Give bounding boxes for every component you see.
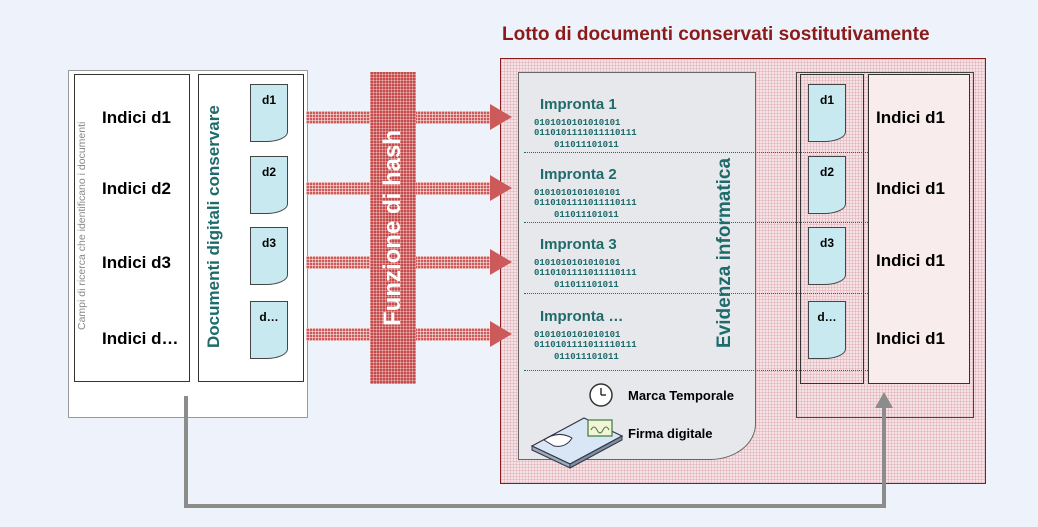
right-doc-label-4: d… — [817, 310, 837, 324]
hash-arrow-4-head — [490, 321, 512, 347]
impronta-4-bin-1: 0101010101010101 — [534, 330, 621, 340]
impronta-2-bin-2: 0110101111011110111 — [534, 198, 637, 208]
diagram-title: Lotto di documenti conservati sostitutiv… — [502, 24, 930, 45]
right-indici-1: Indici d1 — [876, 108, 945, 127]
signature-tablet-icon — [526, 410, 626, 470]
marca-temporale-label: Marca Temporale — [628, 388, 734, 403]
hash-arrow-1-head — [490, 104, 512, 130]
left-indici-4: Indici d… — [102, 329, 179, 348]
left-indici-3: Indici d3 — [102, 253, 171, 272]
hash-function-bar — [370, 72, 416, 384]
impronta-3-bin-1: 0101010101010101 — [534, 258, 621, 268]
impronta-4-title: Impronta … — [540, 308, 624, 325]
right-indici-2: Indici d1 — [876, 179, 945, 198]
clock-icon — [588, 382, 614, 408]
row-divider-3 — [524, 293, 964, 294]
impronta-2-title: Impronta 2 — [540, 166, 617, 183]
right-doc-icon-4: d… — [808, 301, 846, 359]
left-indici-1: Indici d1 — [102, 108, 171, 127]
left-doc-label-4: d… — [259, 310, 279, 324]
hash-arrow-2-head — [490, 175, 512, 201]
row-divider-1 — [524, 152, 964, 153]
left-doc-label-1: d1 — [261, 93, 276, 107]
impronta-3-title: Impronta 3 — [540, 236, 617, 253]
firma-digitale-label: Firma digitale — [628, 426, 713, 441]
left-doc-icon-2: d2 — [250, 156, 288, 214]
right-doc-label-3: d3 — [819, 236, 834, 250]
impronta-4-bin-3: 011011101011 — [554, 352, 619, 362]
right-doc-label-2: d2 — [819, 165, 834, 179]
left-doc-label-3: d3 — [261, 236, 276, 250]
impronta-3-bin-2: 0110101111011110111 — [534, 268, 637, 278]
impronta-3-bin-3: 011011101011 — [554, 280, 619, 290]
indici-column — [74, 74, 190, 382]
right-indici-3: Indici d1 — [876, 251, 945, 270]
left-doc-icon-3: d3 — [250, 227, 288, 285]
row-divider-4 — [524, 370, 964, 371]
evidenza-sheet — [518, 72, 756, 460]
left-doc-icon-4: d… — [250, 301, 288, 359]
impronta-1-bin-2: 0110101111011110111 — [534, 128, 637, 138]
right-doc-icon-2: d2 — [808, 156, 846, 214]
impronta-2-bin-3: 011011101011 — [554, 210, 619, 220]
left-doc-icon-1: d1 — [250, 84, 288, 142]
right-doc-icon-3: d3 — [808, 227, 846, 285]
right-indici-4: Indici d1 — [876, 329, 945, 348]
impronta-1-bin-3: 011011101011 — [554, 140, 619, 150]
left-doc-label-2: d2 — [261, 165, 276, 179]
impronta-1-bin-1: 0101010101010101 — [534, 118, 621, 128]
right-doc-icon-1: d1 — [808, 84, 846, 142]
impronta-2-bin-1: 0101010101010101 — [534, 188, 621, 198]
left-indici-2: Indici d2 — [102, 179, 171, 198]
right-docs-column — [800, 74, 864, 384]
hash-arrow-3-head — [490, 249, 512, 275]
impronta-4-bin-2: 0110101111011110111 — [534, 340, 637, 350]
right-doc-label-1: d1 — [819, 93, 834, 107]
impronta-1-title: Impronta 1 — [540, 96, 617, 113]
row-divider-2 — [524, 222, 964, 223]
right-indici-column — [868, 74, 970, 384]
